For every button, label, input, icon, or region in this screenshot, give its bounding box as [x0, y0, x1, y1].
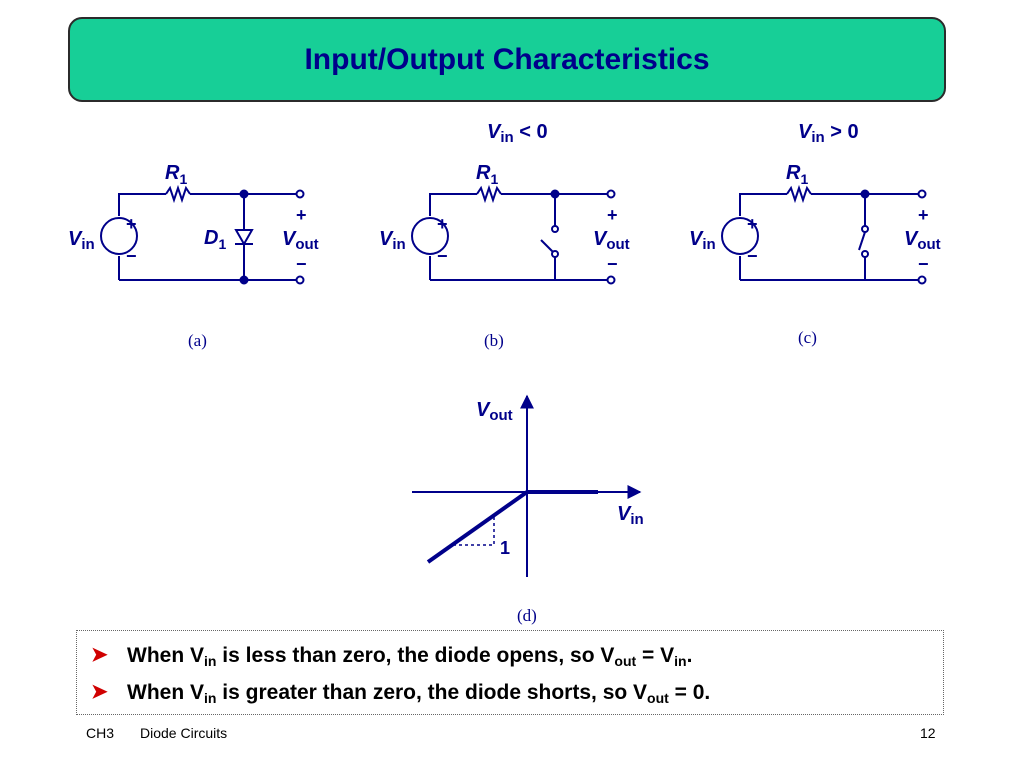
voltage-source-c — [721, 217, 759, 255]
node-dot — [239, 275, 249, 285]
footer-chapter: CH3 — [86, 725, 115, 741]
voltage-source-b — [411, 217, 449, 255]
output-terminal — [606, 189, 616, 199]
switch-contact — [551, 250, 559, 258]
output-minus-c: − — [918, 254, 929, 274]
output-label-a: Vout — [282, 228, 319, 253]
node-dot — [550, 189, 560, 199]
output-plus-a: + — [296, 205, 307, 225]
node-dot — [239, 189, 249, 199]
closed-switch — [858, 231, 866, 251]
circuit-b — [411, 187, 616, 285]
caption-b: (b) — [484, 331, 504, 350]
output-minus-b: − — [607, 254, 618, 274]
output-label-b: Vout — [593, 228, 630, 253]
caption-a: (a) — [188, 331, 207, 350]
condition-b: Vin < 0 — [487, 121, 548, 146]
page-number: 12 — [920, 725, 936, 741]
caption-d: (d) — [517, 606, 537, 625]
output-plus-c: + — [918, 205, 929, 225]
output-terminal — [606, 275, 616, 285]
bullet-item: ➤ When Vin is greater than zero, the dio… — [77, 674, 943, 711]
resistor-label-c: R1 — [786, 162, 808, 187]
source-minus-b: − — [437, 246, 448, 266]
transfer-plot: 1 Vout Vin — [412, 394, 644, 577]
output-terminal — [295, 189, 305, 199]
source-plus-c: + — [747, 214, 758, 234]
source-plus-b: + — [437, 214, 448, 234]
voltage-source-a — [100, 217, 138, 255]
output-plus-b: + — [607, 205, 618, 225]
resistor-label-b: R1 — [476, 162, 498, 187]
source-label-c: Vin — [689, 228, 716, 253]
switch-contact — [861, 225, 869, 233]
output-terminal — [917, 275, 927, 285]
output-label-c: Vout — [904, 228, 941, 253]
caption-c: (c) — [798, 328, 817, 347]
slope-label: 1 — [500, 538, 510, 558]
diode-label: D1 — [204, 227, 226, 252]
condition-c: Vin > 0 — [798, 121, 859, 146]
footer-topic: Diode Circuits — [140, 725, 228, 741]
source-minus-c: − — [747, 246, 758, 266]
bullet-item: ➤ When Vin is less than zero, the diode … — [77, 637, 943, 674]
title-banner: Input/Output Characteristics — [68, 17, 946, 102]
node-dot — [860, 189, 870, 199]
characteristic-linear-segment — [426, 490, 529, 564]
y-axis-label: Vout — [476, 399, 513, 424]
bullet-list: ➤ When Vin is less than zero, the diode … — [76, 630, 944, 715]
page-title: Input/Output Characteristics — [304, 42, 710, 76]
switch-contact — [861, 250, 869, 258]
resistor-label-a: R1 — [165, 162, 187, 187]
output-terminal — [295, 275, 305, 285]
circuit-a — [100, 187, 305, 285]
slope-triangle — [453, 516, 495, 546]
output-terminal — [917, 189, 927, 199]
source-label-b: Vin — [379, 228, 406, 253]
source-plus-a: + — [126, 214, 137, 234]
source-minus-a: − — [126, 246, 137, 266]
x-axis-label: Vin — [617, 503, 644, 528]
source-label-a: Vin — [68, 228, 95, 253]
diode-symbol — [234, 229, 254, 247]
arrow-bullet-icon: ➤ — [91, 644, 108, 666]
switch-contact — [551, 225, 559, 233]
circuit-c — [721, 187, 927, 285]
output-minus-a: − — [296, 254, 307, 274]
arrow-bullet-icon: ➤ — [91, 681, 108, 703]
